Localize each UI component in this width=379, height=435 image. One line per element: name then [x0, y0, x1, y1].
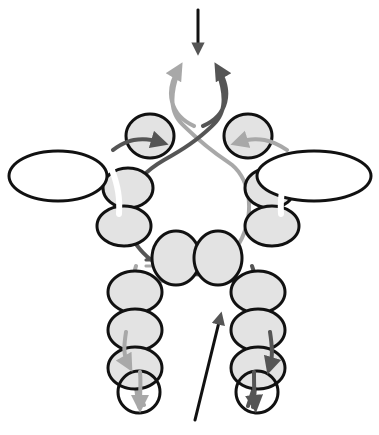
right-bottom-dark-arrow: [270, 332, 272, 366]
bead-left-arm: [9, 151, 107, 201]
bead-top-right: [224, 114, 272, 158]
right-bottom-dark-arrow-2: [254, 372, 255, 404]
bead-right-lower: [245, 206, 299, 246]
bead-right-shoulder: [231, 271, 285, 313]
bead-center-right: [194, 231, 242, 285]
bead-top-left: [126, 114, 174, 158]
beads: [9, 114, 371, 413]
bead-left-mid: [108, 309, 162, 351]
bead-left-low: [108, 347, 162, 389]
bead-left-shoulder: [108, 271, 162, 313]
bead-left-lower: [97, 206, 151, 246]
light-arrow-top-left: [171, 70, 194, 126]
center-arrow: [195, 318, 220, 420]
bead-right-arm: [257, 151, 371, 201]
bead-right-mid: [231, 309, 285, 351]
